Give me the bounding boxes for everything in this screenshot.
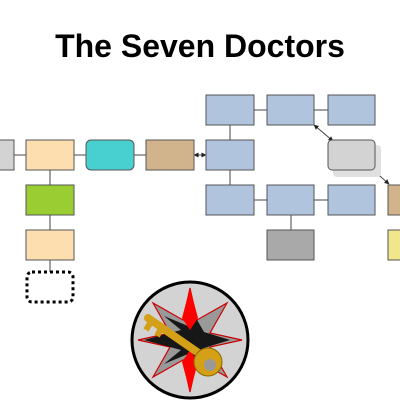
node-green [25,184,75,216]
node-gray [266,229,315,261]
node-blue-bottom-3 [327,184,376,216]
node-teal [85,139,135,171]
node-blue-top-1 [205,94,255,126]
compass-key-emblem-icon [130,280,250,400]
diagram-title: The Seven Doctors [55,28,345,64]
node-left-edge [0,139,15,171]
node-dotted-placeholder [25,270,75,304]
node-blue-bottom-2 [266,184,315,216]
node-peach-2 [25,229,75,261]
node-blue-top-3 [327,94,376,126]
node-blue-mid [205,139,255,171]
node-tan [145,139,195,171]
connector-top-to-lightgray [313,124,334,142]
node-blue-top-2 [266,94,315,126]
node-blue-bottom-1 [205,184,255,216]
node-yellow-right-edge [387,229,400,261]
key-icon [143,314,223,377]
node-lightgray [327,139,376,171]
node-tan-right-edge [387,184,400,216]
node-peach-1 [25,139,75,171]
